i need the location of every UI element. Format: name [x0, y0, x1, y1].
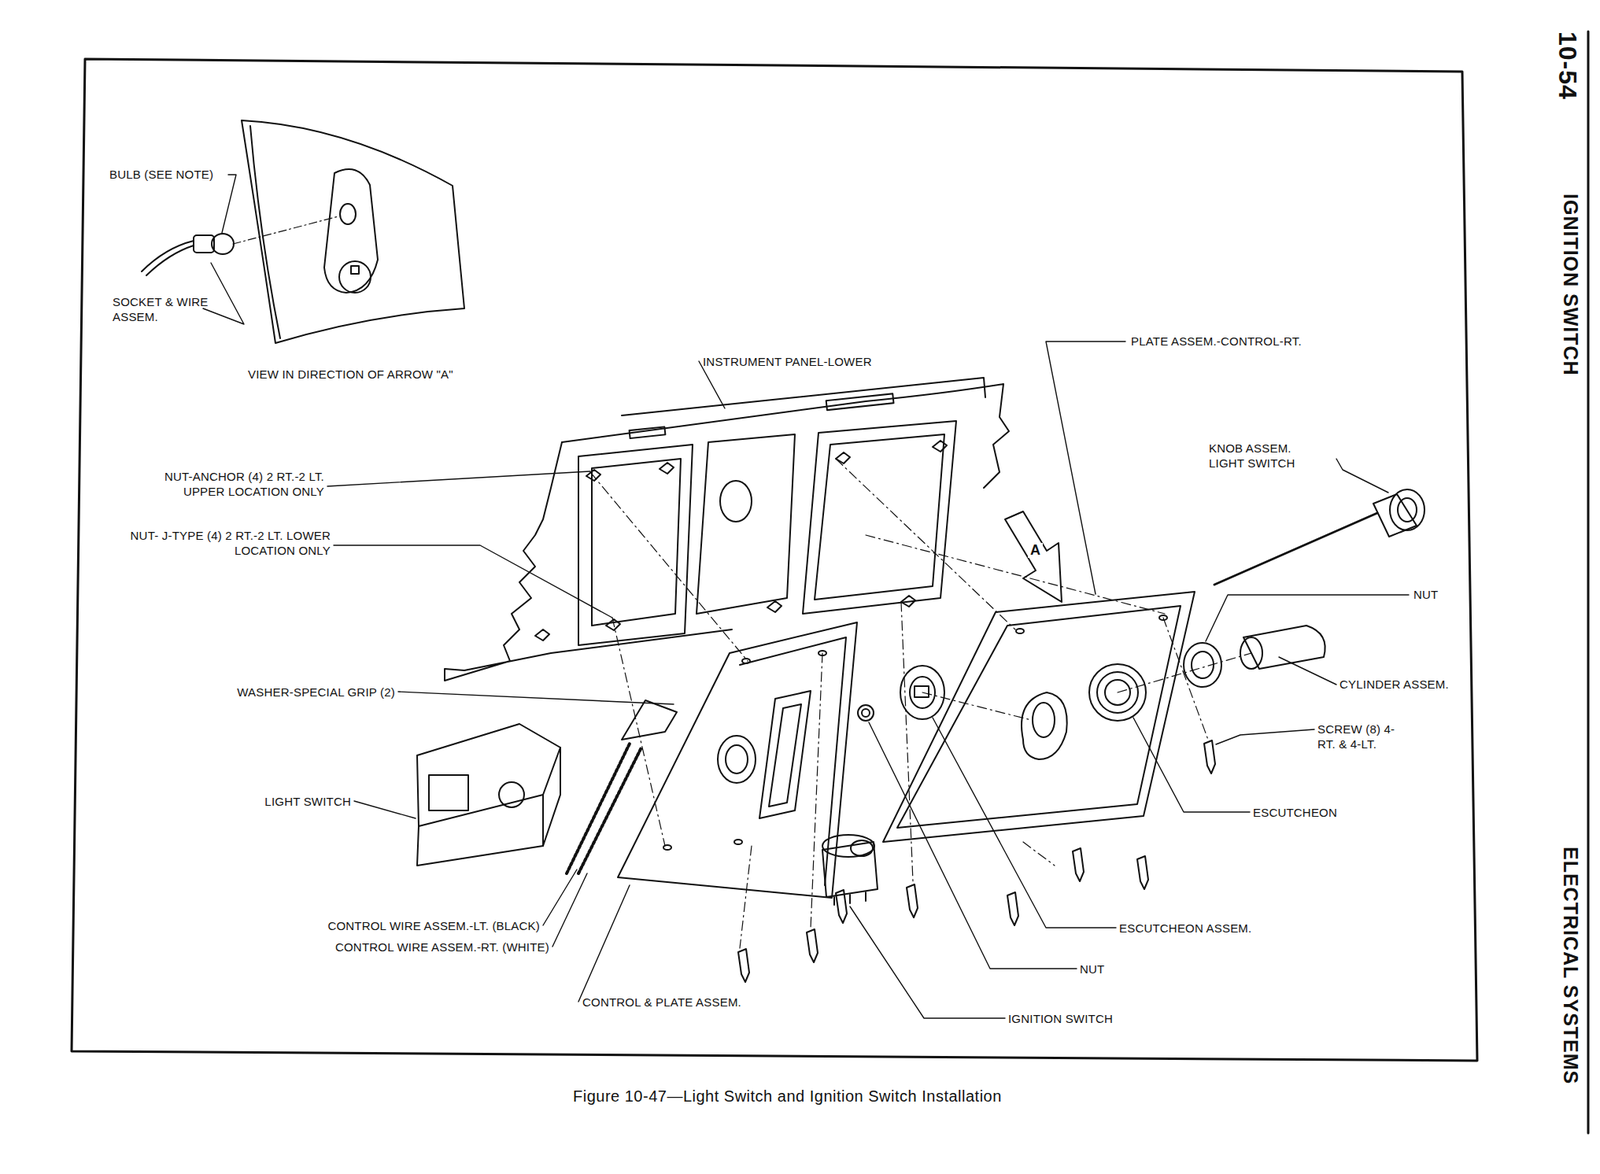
callout-label: A	[1027, 543, 1043, 558]
leader-lines	[203, 174, 1409, 1019]
light-switch-body	[417, 700, 677, 874]
center-lines	[590, 458, 1252, 949]
callout-label: NUT-ANCHOR (4) 2 RT.-2 LT. UPPER LOCATIO…	[119, 469, 325, 499]
callout-label: VIEW IN DIRECTION OF ARROW "A"	[247, 366, 454, 382]
callout-label: NUT	[1413, 587, 1438, 603]
callout-label: SOCKET & WIRE ASSEM.	[112, 294, 215, 325]
callout-label: NUT- J-TYPE (4) 2 RT.-2 LT. LOWER LOCATI…	[125, 528, 331, 558]
vertical-heading: IGNITION SWITCH	[1560, 193, 1581, 377]
vertical-heading: 10-54	[1555, 31, 1581, 100]
callout-label: BULB (SEE NOTE)	[109, 166, 214, 182]
callout-label: PLATE ASSEM.-CONTROL-RT.	[1130, 333, 1302, 349]
callout-label: CYLINDER ASSEM.	[1339, 676, 1449, 692]
control-plate-assembly	[617, 622, 858, 898]
margin-rule	[1587, 31, 1590, 1134]
callout-label: SCREW (8) 4-RT. & 4-LT.	[1317, 721, 1412, 752]
figure-caption: Figure 10-47—Light Switch and Ignition S…	[572, 1087, 1002, 1106]
knob-nut-cylinder	[1183, 489, 1425, 688]
callout-label: NUT	[1079, 961, 1105, 977]
view-arrow	[1005, 511, 1062, 603]
callout-label: ESCUTCHEON ASSEM.	[1119, 920, 1252, 936]
callout-label: LIGHT SWITCH	[264, 794, 352, 810]
escutcheon-assembly	[857, 665, 945, 721]
vertical-heading: ELECTRICAL SYSTEMS	[1560, 846, 1581, 1085]
screws	[738, 740, 1216, 983]
right-control-plate	[883, 591, 1195, 843]
figure-frame	[71, 59, 1478, 1061]
callout-label: ESCUTCHEON	[1252, 805, 1338, 821]
callout-label: IGNITION SWITCH	[1008, 1011, 1113, 1027]
callout-label: CONTROL & PLATE ASSEM.	[582, 994, 742, 1010]
callout-label: CONTROL WIRE ASSEM.-LT. (BLACK)	[327, 918, 540, 934]
callout-label: INSTRUMENT PANEL-LOWER	[702, 354, 873, 370]
ignition-switch	[822, 835, 878, 906]
callout-label: CONTROL WIRE ASSEM.-RT. (WHITE)	[335, 939, 550, 955]
callout-label: KNOB ASSEM. LIGHT SWITCH	[1208, 440, 1312, 471]
callout-label: WASHER-SPECIAL GRIP (2)	[236, 684, 396, 700]
inset-view	[141, 120, 465, 344]
instrument-panel-lower	[444, 377, 1009, 681]
